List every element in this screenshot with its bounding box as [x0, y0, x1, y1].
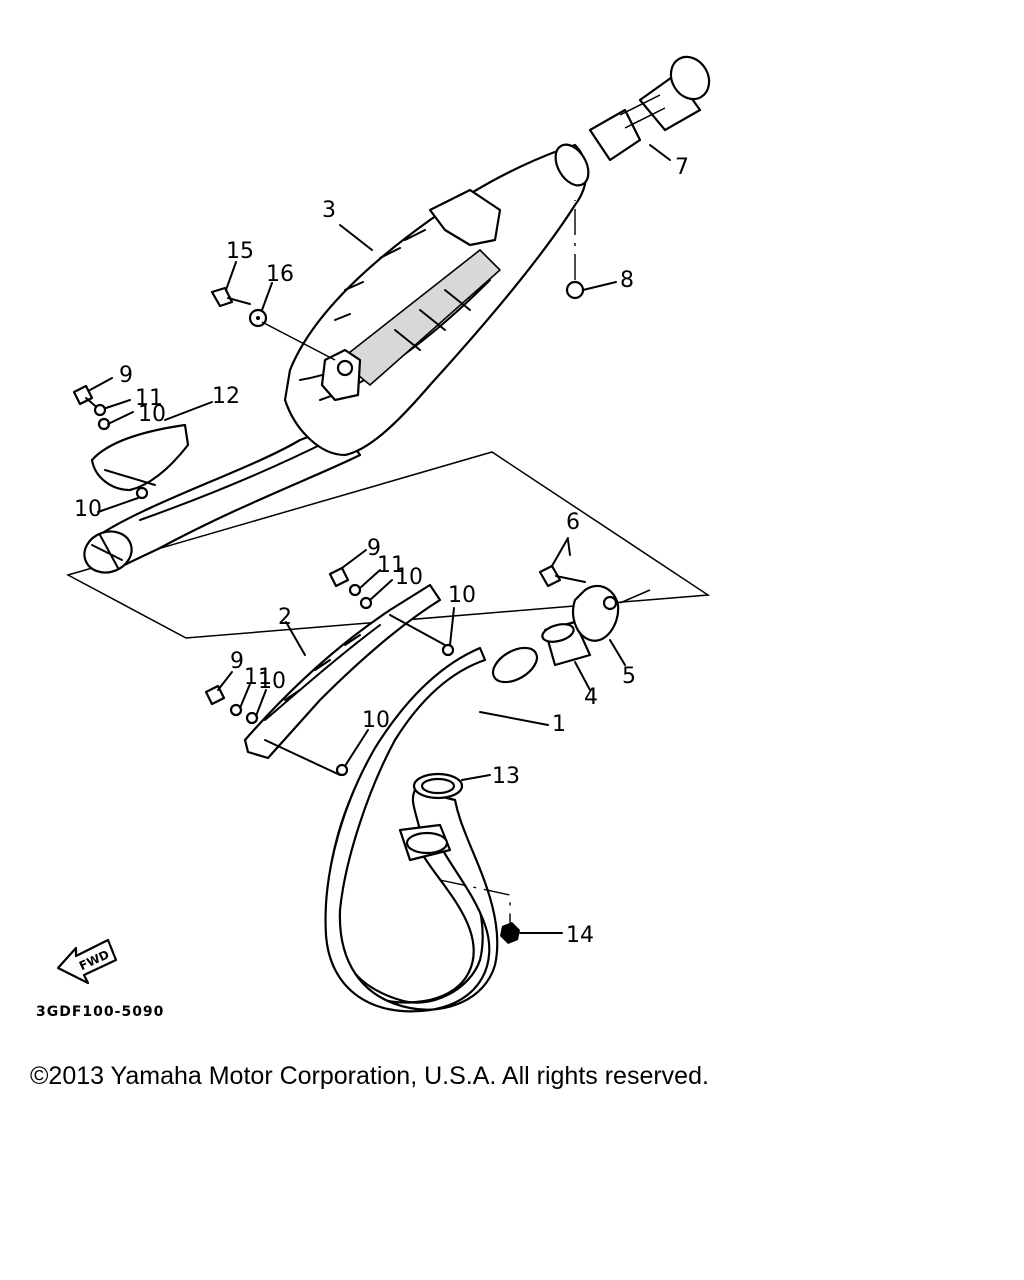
callout-11-lower: 11	[244, 665, 272, 690]
hardware-group-lower-left	[204, 671, 369, 777]
callout-9-middle: 9	[367, 536, 381, 561]
callout-10-upper: 10	[138, 402, 166, 427]
bolt-part-8	[565, 200, 617, 300]
callout-8: 8	[620, 268, 634, 293]
callout-3: 3	[322, 198, 336, 223]
bolt-part-6	[538, 537, 586, 588]
callout-10-lower: 10	[258, 669, 286, 694]
callout-5: 5	[622, 664, 636, 689]
callout-11-upper: 11	[135, 386, 163, 411]
spark-arrester-part-7	[588, 55, 711, 162]
clamp-part-5	[572, 584, 651, 666]
part-code: 3GDF100-5090	[36, 1004, 164, 1020]
leader-lines	[97, 144, 671, 726]
callout-10-left: 10	[74, 497, 102, 522]
callout-7: 7	[675, 155, 689, 180]
callout-4: 4	[584, 685, 598, 710]
callout-9-lower: 9	[230, 649, 244, 674]
hardware-group-upper-left	[72, 377, 149, 500]
protector-part-12	[90, 423, 190, 492]
callout-10-right: 10	[448, 583, 476, 608]
callout-1: 1	[552, 712, 566, 737]
gasket-part-13	[412, 772, 491, 800]
assembly-boundary	[66, 451, 711, 639]
washer-part-16	[248, 282, 336, 361]
callout-2: 2	[278, 605, 292, 630]
callout-10-bottom: 10	[362, 708, 390, 733]
exhaust-parts-diagram: 1 2 3 4 5 6 7 8 9 9 9 11 10 12 10 11 10 …	[36, 55, 711, 1020]
copyright-notice: ©2013 Yamaha Motor Corporation, U.S.A. A…	[30, 1062, 709, 1090]
hardware-group-middle	[328, 549, 455, 657]
nut-part-14	[500, 922, 563, 944]
callout-15: 15	[226, 239, 254, 264]
callout-9-upper: 9	[119, 363, 133, 388]
bolt-part-15	[210, 261, 251, 308]
callout-11-middle: 11	[377, 553, 405, 578]
callout-6: 6	[566, 510, 580, 535]
callout-12: 12	[212, 384, 240, 409]
callout-16: 16	[266, 262, 294, 287]
exhaust-pipe-part-1	[324, 646, 539, 1013]
muffler-part-3	[83, 143, 590, 574]
fwd-arrow-icon: FWD	[56, 938, 118, 985]
callout-10-middle: 10	[395, 565, 423, 590]
callout-labels: 1 2 3 4 5 6 7 8 9 9 9 11 10 12 10 11 10 …	[74, 155, 689, 948]
protector-part-2	[243, 583, 446, 776]
callout-14: 14	[566, 923, 594, 948]
callout-13: 13	[492, 764, 520, 789]
